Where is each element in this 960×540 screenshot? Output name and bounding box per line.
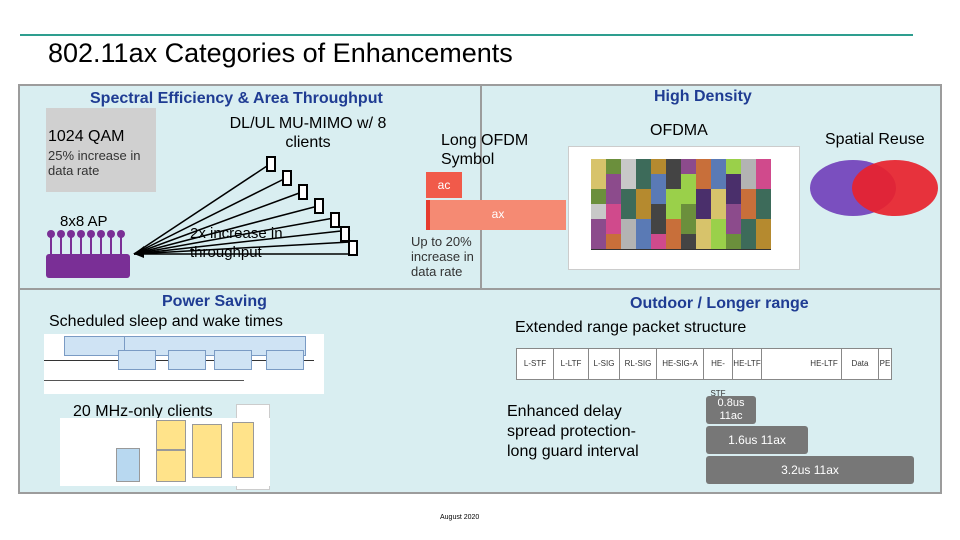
bar-ax: ax (426, 200, 566, 230)
packet-field: PE (879, 359, 891, 368)
phone-icon (348, 240, 358, 256)
throughput-note: 2x increase in throughput (190, 225, 283, 261)
ofdma-chart-image (568, 146, 800, 270)
high-density-heading: High Density (654, 88, 752, 105)
packet-field: HE-LTF (733, 349, 762, 379)
ofdm-label: Long OFDM Symbol (441, 132, 529, 168)
packet-field: L-LTF (554, 349, 589, 379)
packet-field: HE-SIG-A (657, 349, 704, 379)
power-heading: Power Saving (162, 293, 267, 310)
ap-chip-icon (46, 254, 130, 278)
outdoor-heading: Outdoor / Longer range (630, 295, 809, 312)
guard-text: Enhanced delay spread protection- long g… (507, 403, 639, 460)
outdoor-subheading: Extended range packet structure (515, 319, 747, 336)
vertical-divider (480, 84, 482, 289)
title-rule (20, 34, 913, 36)
phone-icon (330, 212, 340, 228)
gi-1.6us-bar: 1.6us 11ax (706, 426, 808, 454)
bar-ac: ac (426, 172, 462, 198)
ofdma-label: OFDMA (650, 122, 708, 139)
packet-field: Data (842, 349, 879, 379)
packet-structure: L-STF L-LTF L-SIG RL-SIG HE-SIG-A HE-STF… (516, 348, 892, 398)
packet-field: RL-SIG (620, 349, 657, 379)
spectral-heading: Spectral Efficiency & Area Throughput (90, 90, 383, 107)
gi-3.2us-bar: 3.2us 11ax (706, 456, 914, 484)
packet-field: L-SIG (589, 349, 620, 379)
packet-field: HE-LTF (807, 349, 842, 379)
slide-title: 802.11ax Categories of Enhancements (48, 38, 513, 68)
spatial-reuse-venn-right (852, 160, 938, 216)
twt-diagram-image (44, 334, 324, 394)
qam-title: 1024 QAM (48, 128, 125, 145)
qam-constellation-image (46, 108, 156, 192)
power-subheading: Scheduled sleep and wake times (49, 313, 283, 330)
phone-icon (282, 170, 292, 186)
phone-icon (266, 156, 276, 172)
packet-field: L-STF (517, 349, 554, 379)
phone-icon (314, 198, 324, 214)
ap-label: 8x8 AP (60, 213, 108, 230)
qam-note: 25% increase in data rate (48, 148, 141, 178)
phone-icon (298, 184, 308, 200)
mumimo-label: DL/UL MU-MIMO w/ 8 clients (229, 115, 387, 151)
spatial-reuse-label: Spatial Reuse (825, 131, 925, 148)
phone-icon (340, 226, 350, 242)
horizontal-divider (18, 288, 942, 290)
footer-date: August 2020 (440, 514, 480, 521)
packet-field: HE-STF (704, 349, 733, 398)
gi-0.8us-bar: 0.8us 11ac (706, 396, 756, 424)
mumimo-beams (133, 163, 352, 258)
clients-label: 20 MHz-only clients (73, 403, 213, 420)
rx-allocation-image (60, 418, 270, 486)
ofdm-note: Up to 20% increase in data rate (411, 234, 474, 279)
